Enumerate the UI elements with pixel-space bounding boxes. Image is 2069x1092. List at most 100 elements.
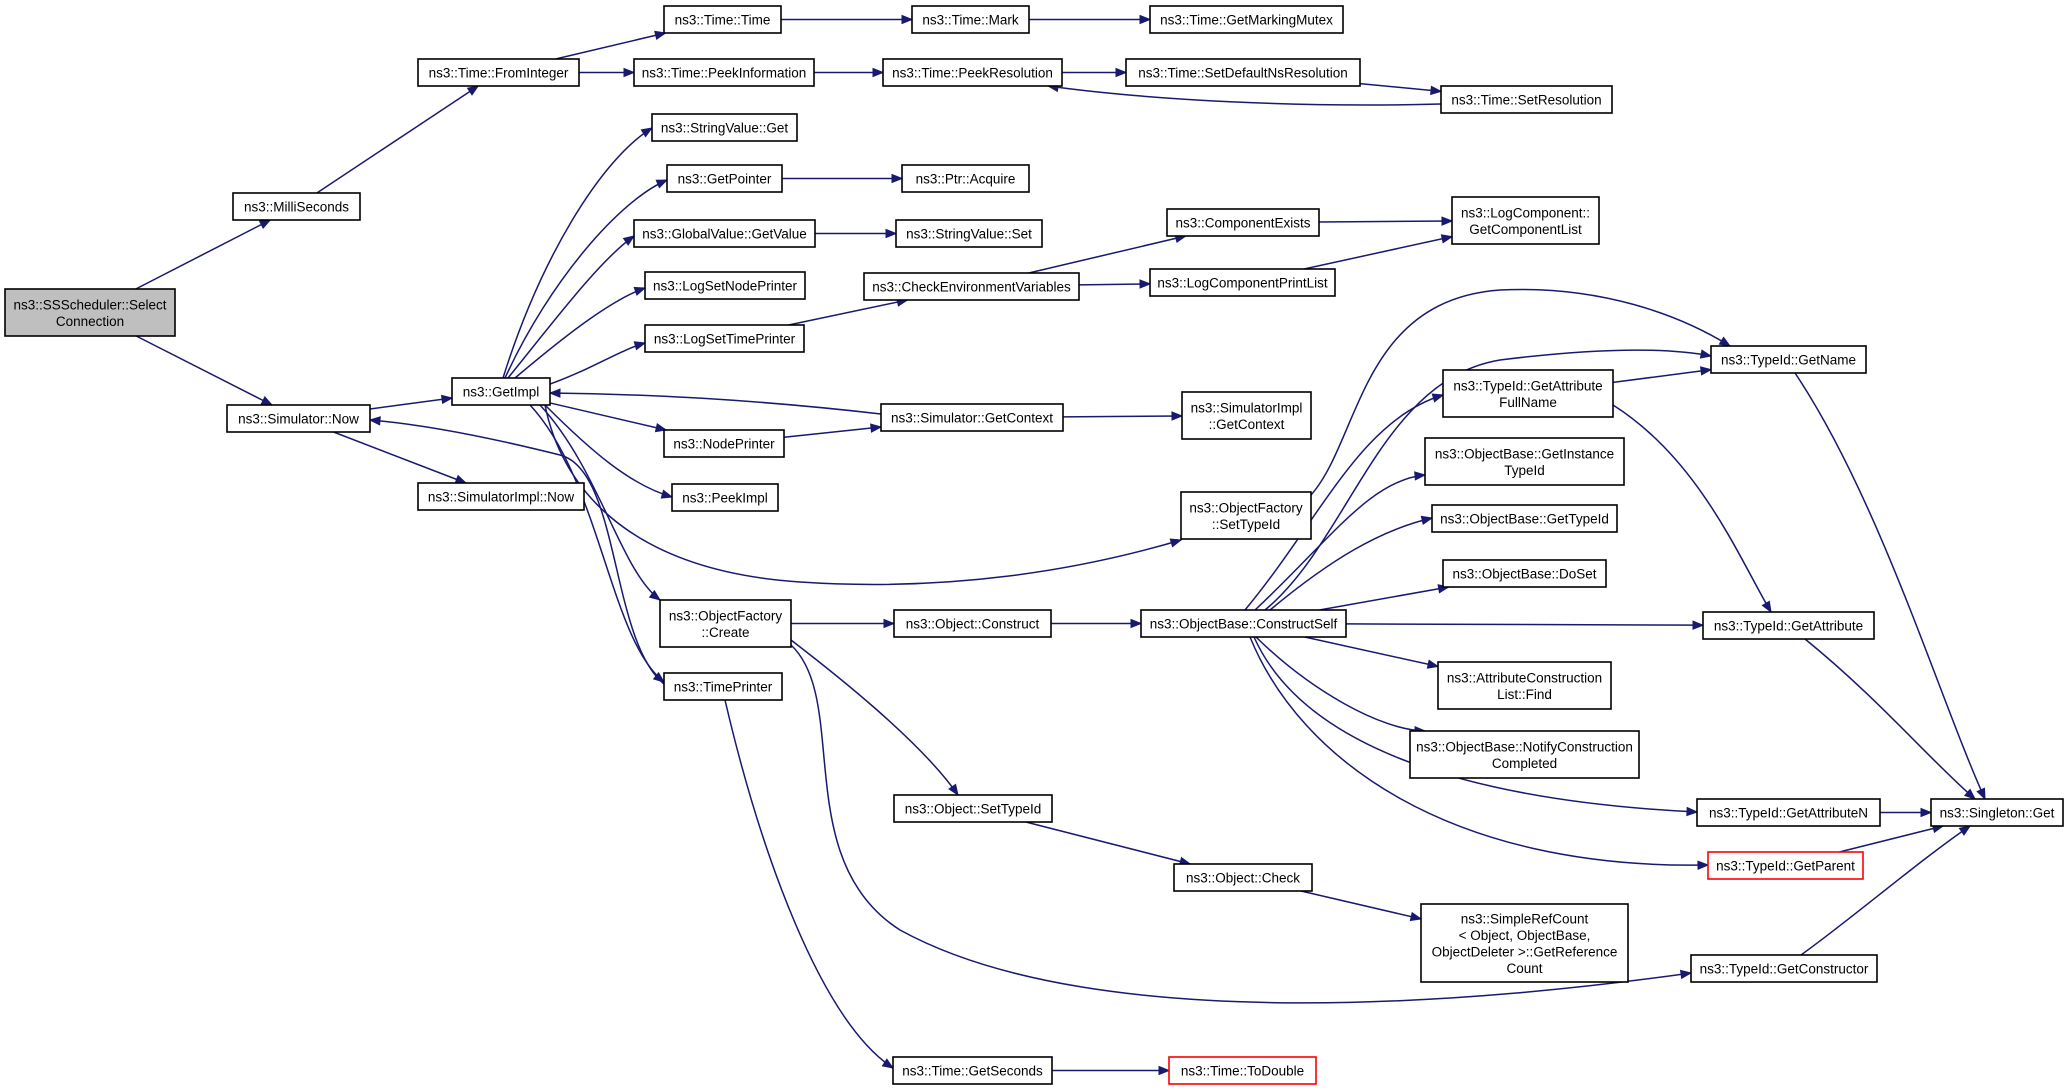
node-label: Completed bbox=[1492, 756, 1557, 771]
node-logsetnodeprinter[interactable]: ns3::LogSetNodePrinter bbox=[644, 271, 806, 300]
node-ptr-acquire[interactable]: ns3::Ptr::Acquire bbox=[901, 164, 1030, 193]
edge-typeid_getparent-to-singleton_get bbox=[1839, 825, 1944, 853]
node-label: ns3::Time::Time bbox=[675, 13, 771, 28]
node-objectbase-gettypeid[interactable]: ns3::ObjectBase::GetTypeId bbox=[1431, 504, 1618, 533]
node-typeid-getparent[interactable]: ns3::TypeId::GetParent bbox=[1707, 851, 1864, 880]
node-time-getmarkingmutex[interactable]: ns3::Time::GetMarkingMutex bbox=[1149, 5, 1344, 34]
node-box bbox=[663, 5, 782, 34]
node-typeid-getconstructor[interactable]: ns3::TypeId::GetConstructor bbox=[1690, 954, 1878, 983]
edge-objectbase_constructself-to-typeid_getparent bbox=[1249, 636, 1709, 866]
node-milliseconds[interactable]: ns3::MilliSeconds bbox=[232, 192, 361, 221]
node-simplerefcount-getreferencecount[interactable]: ns3::SimpleRefCount< Object, ObjectBase,… bbox=[1420, 903, 1629, 983]
edge-nodeprinter-to-simulator_getcontext bbox=[783, 426, 882, 438]
node-label: ns3::Object::Check bbox=[1186, 871, 1300, 886]
node-label: ns3::LogSetTimePrinter bbox=[654, 332, 796, 347]
node-peekimpl[interactable]: ns3::PeekImpl bbox=[671, 483, 779, 512]
node-box bbox=[1702, 611, 1875, 640]
node-logcomponent-getcomponentlist[interactable]: ns3::LogComponent::GetComponentList bbox=[1451, 196, 1600, 245]
node-box bbox=[1180, 491, 1312, 540]
edge-timeprinter-to-simulator_now bbox=[369, 419, 665, 685]
edge-typeid_getconstructor-to-singleton_get bbox=[1800, 825, 1971, 956]
node-label: ns3::LogComponentPrintList bbox=[1157, 276, 1328, 291]
node-time-mark[interactable]: ns3::Time::Mark bbox=[911, 5, 1030, 34]
node-objectfactory-settypeid[interactable]: ns3::ObjectFactory::SetTypeId bbox=[1180, 491, 1312, 540]
edge-objectfactory_settypeid-to-typeid_getname bbox=[1310, 288, 1731, 496]
node-box bbox=[1442, 559, 1607, 588]
node-label: ns3::GetPointer bbox=[678, 172, 772, 187]
arrowhead-time_peekinformation-to-time_peekresolution bbox=[872, 67, 885, 78]
arrowhead-timeprinter-to-time_getseconds bbox=[881, 1058, 895, 1069]
node-simulator-getcontext[interactable]: ns3::Simulator::GetContext bbox=[880, 403, 1064, 432]
arrowhead-objectfactory_create-to-object_construct bbox=[883, 618, 896, 629]
node-stringvalue-set[interactable]: ns3::StringValue::Set bbox=[895, 219, 1043, 248]
node-typeid-getattribute[interactable]: ns3::TypeId::GetAttribute bbox=[1702, 611, 1875, 640]
node-object-construct[interactable]: ns3::Object::Construct bbox=[893, 609, 1052, 638]
edge-timeprinter-to-time_getseconds bbox=[724, 699, 894, 1069]
node-object-settypeid[interactable]: ns3::Object::SetTypeId bbox=[893, 794, 1053, 823]
node-stringvalue-get[interactable]: ns3::StringValue::Get bbox=[651, 113, 798, 142]
node-componentexists[interactable]: ns3::ComponentExists bbox=[1166, 208, 1320, 237]
node-time-todouble[interactable]: ns3::Time::ToDouble bbox=[1168, 1056, 1317, 1085]
node-object-check[interactable]: ns3::Object::Check bbox=[1173, 863, 1313, 892]
edge-objectbase_constructself-to-typeid_getname bbox=[1264, 349, 1712, 611]
node-nodeprinter[interactable]: ns3::NodePrinter bbox=[663, 429, 785, 458]
edge-object_settypeid-to-object_check bbox=[1025, 821, 1191, 865]
node-label: Connection bbox=[56, 314, 124, 329]
node-time-getseconds[interactable]: ns3::Time::GetSeconds bbox=[892, 1056, 1053, 1085]
node-objectbase-doset[interactable]: ns3::ObjectBase::DoSet bbox=[1442, 559, 1607, 588]
arrowhead-objectbase_constructself-to-typeid_getattribute bbox=[1692, 620, 1705, 630]
edge-getimpl-to-globalvalue_getvalue bbox=[507, 235, 635, 379]
node-time-time[interactable]: ns3::Time::Time bbox=[663, 5, 782, 34]
node-typeid-getattributen[interactable]: ns3::TypeId::GetAttributeN bbox=[1696, 798, 1881, 827]
edge-select_connection-to-simulator_now bbox=[135, 335, 273, 406]
arrowhead-simulator_getcontext-to-simulatorimpl_getcontext bbox=[1171, 411, 1184, 421]
node-box bbox=[644, 324, 805, 353]
edge-checkenvironmentvariables-to-logcomponentprintlist bbox=[1078, 283, 1151, 286]
node-time-frominteger[interactable]: ns3::Time::FromInteger bbox=[417, 58, 580, 87]
node-simulatorimpl-now[interactable]: ns3::SimulatorImpl::Now bbox=[417, 482, 585, 511]
node-objectfactory-create[interactable]: ns3::ObjectFactory::Create bbox=[659, 599, 792, 648]
arrowhead-getimpl-to-objectfactory_create bbox=[648, 589, 662, 601]
node-simulator-now[interactable]: ns3::Simulator::Now bbox=[226, 404, 371, 433]
arrowhead-objectbase_constructself-to-typeid_getattributefullname bbox=[1431, 393, 1445, 403]
node-label: ns3::StringValue::Get bbox=[661, 121, 789, 136]
edge-select_connection-to-milliseconds bbox=[135, 219, 271, 290]
node-objectbase-constructself[interactable]: ns3::ObjectBase::ConstructSelf bbox=[1140, 609, 1347, 638]
node-time-setdefaultnsresolution[interactable]: ns3::Time::SetDefaultNsResolution bbox=[1125, 58, 1361, 87]
node-time-setresolution[interactable]: ns3::Time::SetResolution bbox=[1440, 85, 1613, 114]
node-box bbox=[1181, 391, 1312, 440]
node-label: ns3::TypeId::GetName bbox=[1721, 353, 1856, 368]
node-objectbase-notifyconstructioncompleted[interactable]: ns3::ObjectBase::NotifyConstructionCompl… bbox=[1409, 730, 1640, 779]
edge-objectbase_constructself-to-objectbase_doset bbox=[1319, 586, 1449, 611]
node-logsettimeprinter[interactable]: ns3::LogSetTimePrinter bbox=[644, 324, 805, 353]
node-time-peekinformation[interactable]: ns3::Time::PeekInformation bbox=[633, 58, 815, 87]
node-box bbox=[1696, 798, 1881, 827]
node-label: ns3::SimulatorImpl bbox=[1191, 400, 1303, 415]
node-time-peekresolution[interactable]: ns3::Time::PeekResolution bbox=[882, 58, 1063, 87]
node-typeid-getname[interactable]: ns3::TypeId::GetName bbox=[1710, 345, 1867, 374]
node-logcomponentprintlist[interactable]: ns3::LogComponentPrintList bbox=[1149, 268, 1336, 297]
node-getimpl[interactable]: ns3::GetImpl bbox=[451, 377, 551, 406]
node-label: ns3::Object::Construct bbox=[906, 617, 1040, 632]
node-timeprinter[interactable]: ns3::TimePrinter bbox=[663, 672, 783, 701]
arrowhead-objectbase_constructself-to-objectbase_getinstancetypeid bbox=[1414, 471, 1427, 481]
node-checkenvironmentvariables[interactable]: ns3::CheckEnvironmentVariables bbox=[863, 272, 1080, 301]
node-globalvalue-getvalue[interactable]: ns3::GlobalValue::GetValue bbox=[633, 219, 816, 248]
arrowhead-componentexists-to-logcomponent_getcomponentlist bbox=[1441, 216, 1454, 226]
arrowhead-time_peekresolution-to-time_setdefaultnsresolution bbox=[1115, 67, 1128, 78]
node-box bbox=[895, 219, 1043, 248]
node-getpointer[interactable]: ns3::GetPointer bbox=[666, 164, 783, 193]
edge-logcomponentprintlist-to-logcomponent_getcomponentlist bbox=[1303, 235, 1453, 270]
node-singleton-get[interactable]: ns3::Singleton::Get bbox=[1930, 798, 2064, 827]
arrowhead-objectbase_constructself-to-typeid_getparent bbox=[1697, 860, 1710, 870]
node-label: ns3::Singleton::Get bbox=[1940, 806, 2055, 821]
edge-objectbase_constructself-to-objectbase_gettypeid bbox=[1269, 517, 1433, 611]
node-simulatorimpl-getcontext[interactable]: ns3::SimulatorImpl::GetContext bbox=[1181, 391, 1312, 440]
node-box bbox=[417, 482, 585, 511]
node-label: ns3::Time::SetDefaultNsResolution bbox=[1138, 66, 1348, 81]
